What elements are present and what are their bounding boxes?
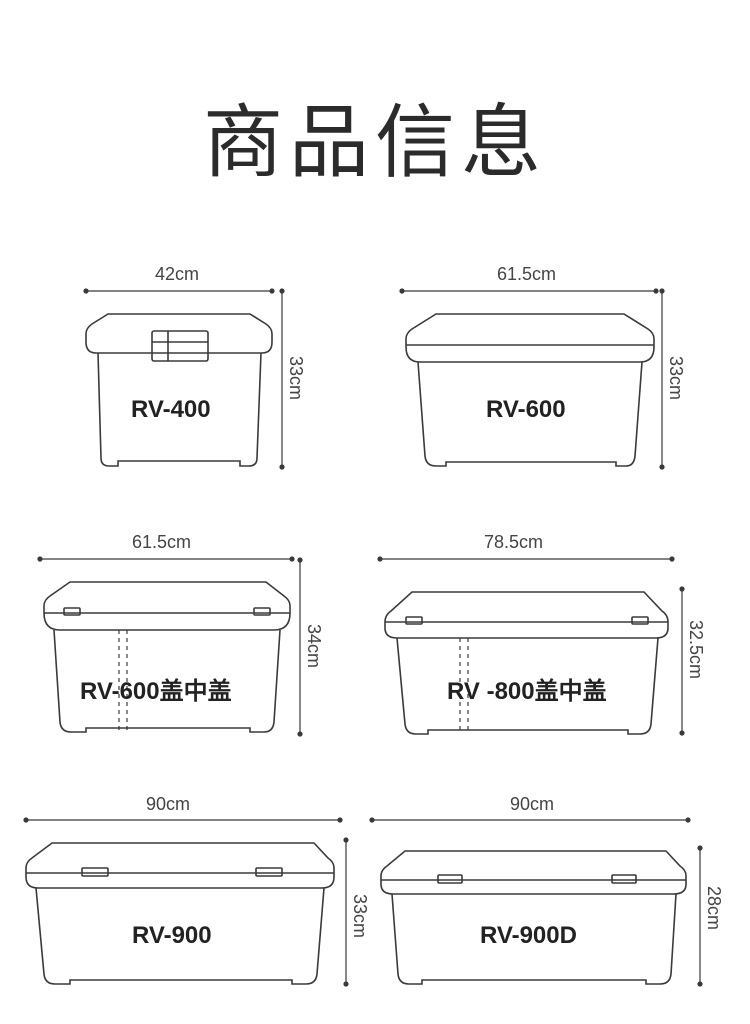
rv400-width-label: 42cm [155, 264, 200, 284]
rv600-lid-width-label: 61.5cm [132, 532, 192, 552]
rv400-drawing [83, 288, 285, 470]
rv600-model-label: RV-600 [486, 396, 566, 423]
rv400-model-label: RV-400 [131, 396, 211, 423]
page-title: 商品信息 [203, 96, 547, 189]
rv900-width-label: 90cm [146, 794, 191, 814]
rv900-drawing [23, 817, 349, 987]
rv900d-drawing [369, 817, 703, 987]
rv600-width-label: 61.5cm [497, 264, 557, 284]
rv900d-height-label: 28cm [704, 886, 724, 931]
rv900d-model-label: RV-900D [480, 922, 577, 949]
rv600-height-label: 33cm [666, 356, 686, 401]
rv600-lid-in-lid-drawing [37, 556, 303, 737]
rv800-lid-in-lid-drawing [377, 556, 685, 736]
rv800-lid-height-label: 32.5cm [686, 620, 706, 680]
rv800-lid-width-label: 78.5cm [484, 532, 544, 552]
rv600-drawing [399, 288, 665, 470]
rv600-lid-height-label: 34cm [304, 624, 324, 669]
rv900-height-label: 33cm [350, 894, 370, 939]
rv800-lid-model-label: RV -800盖中盖 [447, 678, 607, 705]
rv900-model-label: RV-900 [132, 922, 212, 949]
rv400-height-label: 33cm [286, 356, 306, 401]
rv600-lid-model-label: RV-600盖中盖 [80, 678, 232, 705]
rv900d-width-label: 90cm [510, 794, 555, 814]
